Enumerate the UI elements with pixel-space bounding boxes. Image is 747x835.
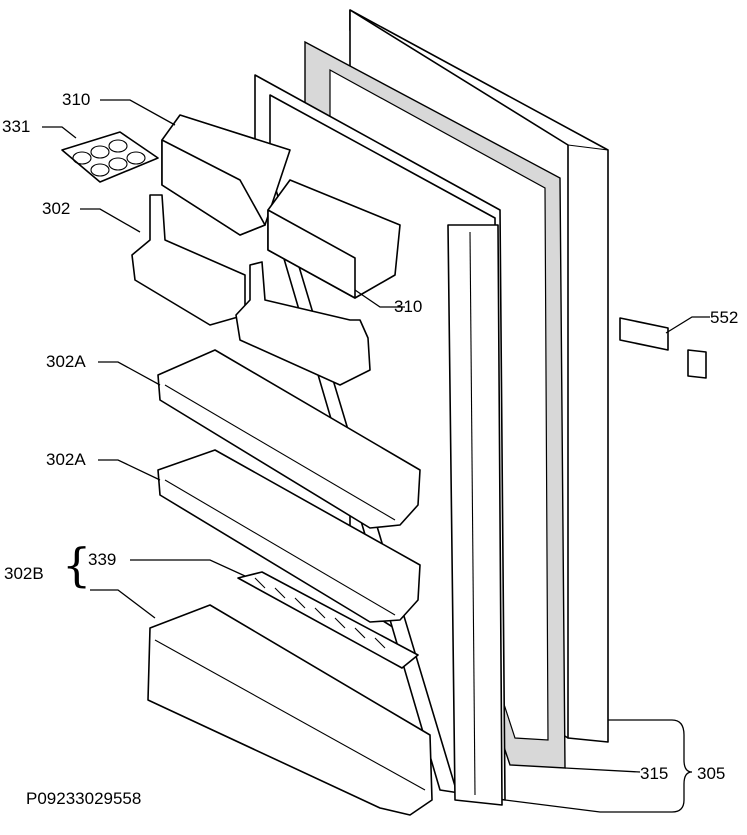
callout-302a-lower: 302A [46,450,86,469]
covered-box-upper [161,114,291,236]
callout-305: 305 [697,764,726,783]
covered-box-lower [267,179,401,299]
callout-310-top: 310 [62,90,91,109]
brace-305 [671,719,693,813]
callout-331: 331 [2,117,31,136]
small-shelf-left [131,194,246,326]
callout-310-mid: 310 [394,297,423,316]
door-shelf-upper [157,349,421,529]
shelf-divider-insert [237,571,419,669]
callout-552: 552 [710,308,739,327]
brace-302b-icon: { [62,538,92,592]
small-shelf-right [235,261,371,386]
leader-lines [42,99,710,813]
egg-tray [61,131,159,183]
callout-339: 339 [88,550,117,569]
drawing-number: P09233029558 [26,789,142,808]
callout-315: 315 [640,764,669,783]
hinge-bracket [619,317,707,379]
door-shelf-lower [157,449,421,623]
callout-302b: 302B [4,564,44,583]
callout-302: 302 [42,199,71,218]
bottle-shelf [147,604,433,816]
callout-302a-upper: 302A [46,352,86,371]
